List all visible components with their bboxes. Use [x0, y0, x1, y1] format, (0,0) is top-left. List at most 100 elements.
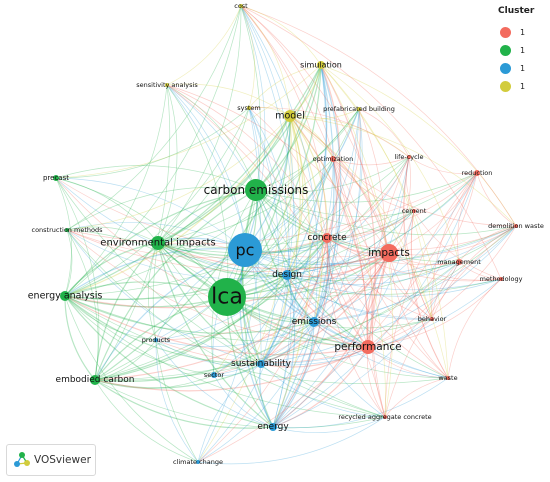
- link: [64, 295, 96, 381]
- node-optimization[interactable]: [330, 156, 336, 162]
- node-energyan[interactable]: [60, 291, 70, 301]
- node-behavior[interactable]: [430, 317, 434, 321]
- node-label-performance: performance: [334, 341, 401, 353]
- link: [64, 5, 242, 297]
- link: [64, 295, 433, 342]
- node-products[interactable]: [154, 338, 158, 342]
- link: [286, 274, 449, 379]
- link: [371, 252, 390, 418]
- node-management[interactable]: [456, 259, 462, 265]
- node-methodology[interactable]: [499, 277, 503, 281]
- node-climate[interactable]: [196, 460, 200, 464]
- link: [166, 84, 328, 239]
- link: [255, 189, 315, 323]
- legend-item-red: 1: [498, 23, 548, 41]
- node-simulation[interactable]: [317, 61, 325, 69]
- node-label-lca: lca: [211, 285, 243, 310]
- link: [64, 281, 228, 298]
- link: [248, 107, 292, 428]
- node-performance[interactable]: [361, 340, 375, 354]
- node-reduction[interactable]: [474, 170, 480, 176]
- link: [213, 321, 315, 376]
- node-lifecycle[interactable]: [407, 155, 411, 159]
- link: [240, 5, 334, 160]
- link: [289, 115, 410, 158]
- link: [226, 225, 517, 300]
- node-recycled[interactable]: [383, 415, 387, 419]
- link: [260, 237, 328, 365]
- node-pc[interactable]: [228, 233, 262, 267]
- link: [55, 177, 369, 348]
- link: [388, 252, 502, 281]
- node-sensitivity[interactable]: [165, 83, 169, 87]
- link: [240, 5, 297, 428]
- link: [66, 172, 478, 245]
- node-waste[interactable]: [446, 376, 450, 380]
- node-label-optimization: optimization: [313, 155, 353, 163]
- link: [197, 416, 386, 465]
- link: [410, 210, 433, 320]
- link: [248, 107, 290, 276]
- link: [244, 249, 390, 266]
- link: [286, 274, 386, 418]
- node-model[interactable]: [284, 110, 296, 122]
- link: [213, 115, 292, 376]
- node-label-climate: climate change: [173, 458, 223, 466]
- link: [255, 189, 369, 348]
- node-demolition[interactable]: [514, 224, 518, 228]
- link: [244, 108, 360, 251]
- node-construction[interactable]: [65, 228, 69, 232]
- legend-swatch: [500, 44, 511, 56]
- link: [260, 318, 433, 366]
- node-lca[interactable]: [208, 278, 246, 316]
- link: [248, 107, 328, 239]
- link: [255, 189, 460, 263]
- node-emissions[interactable]: [309, 317, 319, 327]
- link: [260, 158, 334, 365]
- node-impacts[interactable]: [380, 244, 398, 262]
- link: [358, 108, 386, 348]
- link: [157, 108, 360, 244]
- node-embodied[interactable]: [90, 375, 100, 385]
- link: [66, 229, 328, 258]
- node-precast[interactable]: [53, 175, 59, 181]
- node-label-precast: precast: [43, 174, 69, 182]
- link: [94, 252, 390, 381]
- link: [213, 252, 390, 376]
- link: [313, 225, 517, 323]
- link: [166, 84, 390, 254]
- link: [248, 64, 322, 109]
- link: [66, 5, 242, 231]
- node-cost[interactable]: [239, 4, 243, 8]
- node-concrete[interactable]: [322, 233, 332, 243]
- node-prefab[interactable]: [357, 107, 361, 111]
- link: [248, 107, 279, 365]
- link: [166, 84, 369, 348]
- link: [320, 64, 341, 239]
- link: [244, 249, 433, 320]
- link: [157, 189, 257, 244]
- link: [244, 210, 415, 253]
- node-cement[interactable]: [412, 209, 416, 213]
- node-design[interactable]: [282, 270, 292, 280]
- link: [286, 64, 328, 276]
- link: [272, 156, 410, 428]
- node-energy[interactable]: [269, 423, 277, 431]
- link: [64, 274, 288, 308]
- link: [260, 115, 301, 365]
- link: [286, 156, 410, 276]
- link: [240, 5, 369, 348]
- link: [272, 252, 390, 428]
- node-sustain[interactable]: [257, 360, 265, 368]
- link: [286, 172, 478, 276]
- link: [244, 107, 261, 251]
- node-label-energy: energy: [257, 422, 289, 432]
- node-system[interactable]: [247, 106, 251, 110]
- link: [197, 237, 328, 463]
- node-label-reduction: reduction: [462, 169, 493, 177]
- node-carbon[interactable]: [245, 179, 267, 201]
- link: [64, 295, 215, 376]
- link: [66, 229, 386, 418]
- node-envimp[interactable]: [151, 236, 165, 250]
- node-sector[interactable]: [211, 372, 217, 378]
